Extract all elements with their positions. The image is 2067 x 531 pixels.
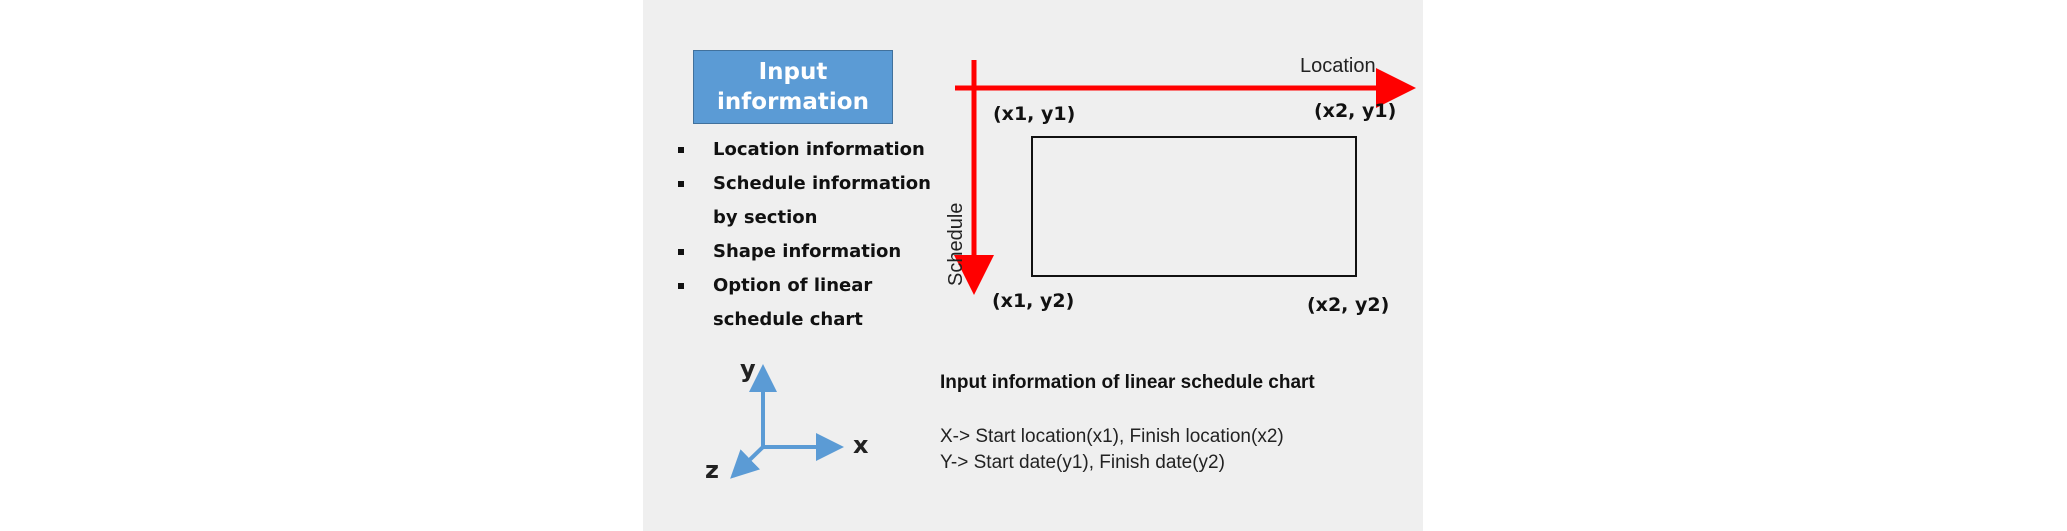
bullet-square-icon [678, 181, 684, 187]
corner-label-top-right: (x2, y1) [1314, 100, 1397, 122]
input-box-line2: information [717, 89, 869, 115]
bullet-square-icon [678, 249, 684, 255]
diagram-panel: Input information Location information S… [643, 0, 1423, 531]
bullet-square-icon [678, 283, 684, 289]
z-axis-arrow [730, 445, 765, 479]
input-information-box: Input information [693, 50, 893, 124]
caption-line-y: Y-> Start date(y1), Finish date(y2) [940, 452, 1225, 473]
z-axis-letter: z [705, 456, 719, 484]
bullet-item: Shape information [678, 235, 958, 269]
corner-label-top-left: (x1, y1) [993, 103, 1076, 125]
x-axis-letter: x [853, 431, 869, 459]
schedule-axis-label: Schedule [945, 202, 967, 286]
caption-line-x: X-> Start location(x1), Finish location(… [940, 426, 1284, 447]
corner-label-bottom-left: (x1, y2) [992, 290, 1075, 312]
location-axis-label: Location [1300, 55, 1376, 77]
diagram-graphics [730, 60, 1416, 479]
bullet-item: Option of linear schedule chart [678, 269, 958, 337]
schedule-rectangle [1031, 136, 1357, 277]
corner-label-bottom-right: (x2, y2) [1307, 294, 1390, 316]
bullet-item: Schedule information by section [678, 167, 958, 235]
bullet-square-icon [678, 147, 684, 153]
input-bullet-list: Location information Schedule informatio… [678, 133, 958, 337]
bullet-item: Location information [678, 133, 958, 167]
caption-title: Input information of linear schedule cha… [940, 372, 1315, 393]
y-axis-letter: y [740, 355, 756, 383]
input-box-line1: Input [758, 59, 828, 85]
